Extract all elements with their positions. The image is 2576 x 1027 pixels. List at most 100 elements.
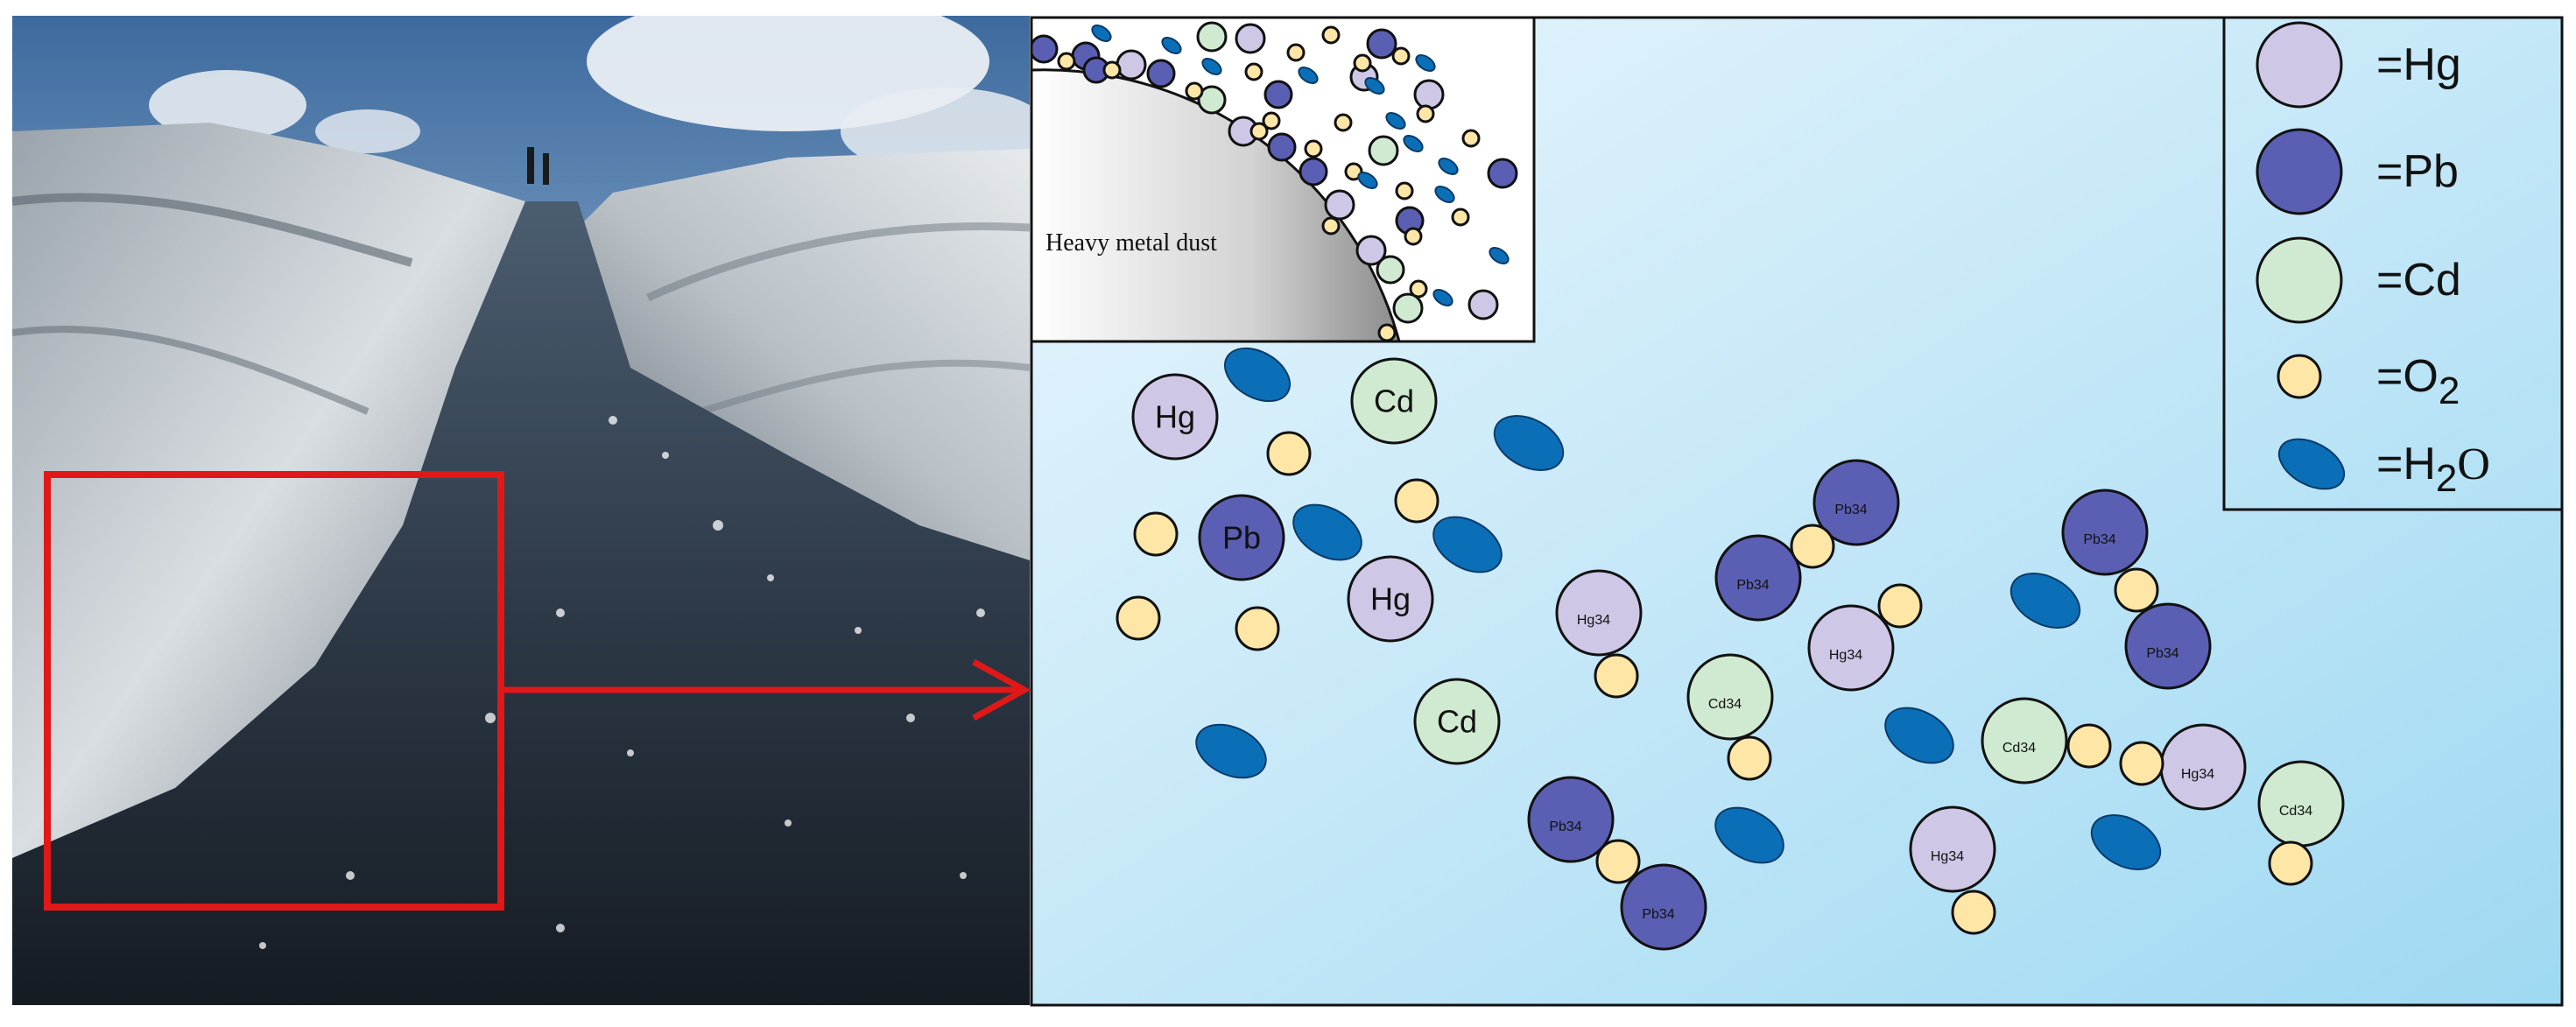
undefined: Pb34	[2083, 532, 2115, 547]
o2-dust-particle	[1353, 53, 1372, 73]
pb-dust-particle	[1267, 132, 1297, 162]
pb-dust-particle	[1299, 157, 1328, 186]
undefined: Pb34	[1736, 578, 1769, 593]
h2o-molecule	[1415, 54, 1436, 72]
h2o-molecule	[1201, 58, 1222, 75]
undefined: Hg34	[1577, 613, 1610, 628]
h2o-molecule	[2009, 573, 2081, 629]
hg-dust-particle	[1116, 49, 1147, 81]
cd-dust-particle	[1368, 135, 1399, 166]
o2-dust-particle	[1321, 216, 1341, 236]
hg-dust-particle	[1235, 23, 1266, 54]
o2-dust-particle	[1461, 129, 1481, 148]
o2-dust-particle	[1057, 52, 1076, 71]
inset-label: Heavy metal dust	[1045, 229, 1217, 257]
o2-dust-particle	[1262, 111, 1281, 130]
heavy-metal-dust-inset: Heavy metal dust	[1030, 16, 1536, 343]
h2o-molecule	[1385, 112, 1406, 130]
cd-dust-particle	[1197, 85, 1227, 115]
o2-dust-particle	[1321, 25, 1341, 45]
h2o-molecule	[1493, 415, 1565, 471]
cd-dust-particle	[1196, 21, 1228, 53]
pb-ion	[1620, 863, 1707, 951]
o2-dust-particle	[1416, 104, 1435, 123]
h2o-molecule	[1714, 806, 1784, 864]
h2o-molecule	[1298, 67, 1319, 84]
o2-dust-particle	[1334, 113, 1353, 132]
hg-dust-particle	[1467, 289, 1499, 320]
cd-atom-label: Cd	[1437, 704, 1477, 740]
undefined: Hg34	[2181, 767, 2214, 782]
o2-molecule	[1951, 890, 1996, 935]
legend-h2o-swatch	[2277, 438, 2346, 490]
legend-pb-swatch	[2256, 128, 2343, 215]
undefined: Pb34	[1549, 819, 1581, 834]
o2-molecule	[1133, 511, 1179, 557]
pb-dust-particle	[1146, 59, 1176, 88]
undefined: Pb34	[1834, 503, 1867, 517]
hg-dust-particle	[1324, 189, 1355, 221]
o2-dust-particle	[1185, 81, 1204, 101]
pb-ion	[2124, 602, 2212, 690]
cd-atom	[1350, 357, 1438, 445]
o2-molecule	[2268, 841, 2313, 886]
o2-molecule	[1790, 524, 1835, 569]
hg-ion	[1909, 805, 1996, 893]
o2-dust-particle	[1409, 279, 1428, 299]
cd-dust-particle	[1376, 255, 1405, 285]
h2o-molecule	[1161, 37, 1182, 54]
undefined: Hg34	[1931, 849, 1964, 864]
o2-dust-particle	[1377, 323, 1397, 341]
legend-cd-label: =Cd	[2376, 255, 2461, 306]
hg-atom	[1131, 373, 1219, 461]
pb-ion	[1714, 534, 1802, 622]
o2-molecule	[1595, 839, 1641, 884]
h2o-molecule	[1884, 707, 1954, 764]
glacier-meltwater-photo	[12, 16, 1030, 1005]
pb-ion	[1812, 459, 1900, 546]
h2o-molecule	[1434, 186, 1455, 203]
legend: =Hg=Pb=Cd=O2=H2O	[2222, 16, 2564, 511]
o2-dust-particle	[1451, 208, 1470, 227]
pb-dust-particle	[1487, 158, 1518, 189]
cd-atom	[1413, 678, 1501, 765]
h2o-molecule	[1292, 503, 1362, 561]
pb-dust-particle	[1263, 80, 1293, 109]
zoom-arrow-head	[972, 658, 1031, 721]
o2-molecule	[2119, 741, 2164, 786]
o2-molecule	[2066, 723, 2112, 769]
o2-molecule	[1877, 583, 1923, 629]
o2-dust-particle	[1395, 181, 1414, 200]
hg-atom-label: Hg	[1370, 581, 1411, 617]
h2o-molecule	[1195, 723, 1267, 779]
o2-dust-particle	[1404, 227, 1423, 246]
o2-molecule	[1266, 431, 1312, 476]
o2-dust-particle	[1249, 122, 1269, 141]
undefined: Pb34	[2146, 646, 2178, 661]
o2-molecule	[1116, 595, 1161, 641]
h2o-molecule	[1432, 516, 1503, 573]
o2-molecule	[1394, 478, 1439, 524]
legend-h2o-label: =H2O	[2376, 439, 2490, 500]
hg-dust-particle	[1413, 79, 1445, 110]
pb-dust-particle	[1366, 28, 1397, 60]
pb-dust-particle	[1031, 34, 1059, 64]
legend-cd-swatch	[2256, 236, 2343, 324]
hg-dust-particle	[1355, 235, 1387, 266]
h2o-molecule	[2090, 814, 2162, 870]
o2-dust-particle	[1102, 60, 1122, 80]
o2-molecule	[1727, 735, 1772, 781]
undefined: Hg34	[1829, 648, 1862, 663]
undefined: Cd34	[2279, 804, 2312, 819]
legend-o2-label: =O2	[2376, 351, 2460, 412]
cd-atom-label: Cd	[1374, 383, 1414, 419]
legend-hg-swatch	[2256, 21, 2343, 109]
o2-dust-particle	[1286, 43, 1306, 62]
h2o-molecule	[1091, 25, 1112, 42]
o2-molecule	[1594, 653, 1639, 699]
h2o-molecule	[1432, 289, 1453, 306]
undefined: Pb34	[1642, 907, 1674, 922]
